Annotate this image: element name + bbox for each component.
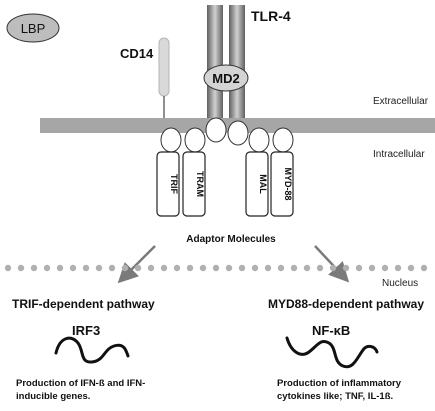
adaptor-box	[182, 151, 206, 217]
adaptor-tram-label: TRAM	[195, 171, 205, 197]
nuclear-membrane-dot	[368, 264, 376, 272]
md2-oval	[203, 64, 249, 92]
nuclear-membrane-dot	[407, 264, 415, 272]
nuclear-membrane-dot	[355, 264, 363, 272]
nucleus-label: Nucleus	[382, 278, 418, 289]
trif-output-line2: inducible genes.	[16, 391, 90, 402]
lbp-oval	[6, 13, 60, 43]
myd88-pathway-title: MYD88-dependent pathway	[268, 297, 424, 311]
irf3-protein	[54, 336, 130, 364]
tir-oval	[227, 120, 249, 146]
nuclear-membrane-dot	[264, 264, 272, 272]
nuclear-membrane-dot	[394, 264, 402, 272]
nuclear-membrane-dot	[316, 264, 324, 272]
md2-label: MD2	[212, 71, 239, 86]
nuclear-membrane-dot	[17, 264, 25, 272]
adaptor-trif: TRIF	[156, 151, 180, 217]
nuclear-membrane-dot	[82, 264, 90, 272]
nuclear-membrane-dot	[69, 264, 77, 272]
lbp-molecule: LBP	[6, 13, 60, 43]
nuclear-membrane-dot	[199, 264, 207, 272]
myd88-output-line2: cytokines like; TNF, IL-1ß.	[277, 391, 393, 402]
nuclear-membrane-dot	[212, 264, 220, 272]
nuclear-membrane-dot	[420, 264, 428, 272]
myd88-output-line1: Production of inflammatory	[277, 378, 402, 389]
lbp-label: LBP	[21, 21, 46, 36]
nuclear-membrane-dot	[95, 264, 103, 272]
adaptor-box	[270, 151, 294, 217]
nuclear-membrane-dot	[251, 264, 259, 272]
tir-oval	[184, 127, 206, 153]
nuclear-membrane-dot	[173, 264, 181, 272]
tir-oval	[272, 127, 294, 153]
adaptor-trif-label: TRIF	[169, 174, 179, 194]
nuclear-membrane-dot	[30, 264, 38, 272]
cd14-label: CD14	[120, 46, 154, 61]
nuclear-membrane-dot	[225, 264, 233, 272]
cd14-receptor: CD14	[120, 37, 170, 118]
nuclear-membrane-dot	[329, 264, 337, 272]
nuclear-membrane-dot	[108, 264, 116, 272]
adaptor-box	[156, 151, 180, 217]
md2-molecule: MD2	[203, 64, 249, 92]
nuclear-membrane-dot	[121, 264, 129, 272]
adaptor-box	[245, 151, 269, 217]
nuclear-membrane-dot	[238, 264, 246, 272]
trif-output-line1: Production of IFN-ß and IFN-	[16, 378, 145, 389]
nuclear-membrane-dot	[303, 264, 311, 272]
nuclear-membrane	[4, 264, 428, 272]
cd14-stalk	[158, 37, 170, 97]
nuclear-membrane-dot	[160, 264, 168, 272]
arrow-to-trif-pathway	[117, 245, 156, 284]
nuclear-membrane-dot	[277, 264, 285, 272]
nuclear-membrane-dot	[381, 264, 389, 272]
extracellular-label: Extracellular	[373, 96, 429, 107]
trif-pathway-title: TRIF-dependent pathway	[12, 297, 155, 311]
tlr4-label: TLR-4	[251, 8, 291, 24]
arrow-to-myd88-pathway	[314, 245, 350, 283]
nuclear-membrane-dot	[134, 264, 142, 272]
adaptor-mal: MAL	[245, 151, 269, 217]
tir-oval	[205, 117, 227, 143]
adaptor-caption: Adaptor Molecules	[186, 234, 276, 245]
nfkb-protein	[285, 336, 379, 369]
nuclear-membrane-dot	[147, 264, 155, 272]
irf3-label: IRF3	[72, 323, 100, 338]
nuclear-membrane-dot	[290, 264, 298, 272]
nfkb-label: NF-κB	[312, 323, 350, 338]
intracellular-label: Intracellular	[373, 149, 425, 160]
tir-domains	[160, 117, 294, 153]
adaptor-myd88: MYD-88	[270, 151, 294, 217]
nuclear-membrane-dot	[342, 264, 350, 272]
adaptor-tram: TRAM	[182, 151, 206, 217]
adaptor-myd88-label: MYD-88	[283, 167, 293, 200]
nuclear-membrane-dot	[43, 264, 51, 272]
tir-oval	[248, 127, 270, 153]
adaptor-mal-label: MAL	[258, 174, 268, 194]
nuclear-membrane-dot	[186, 264, 194, 272]
nuclear-membrane-dot	[56, 264, 64, 272]
nuclear-membrane-dot	[4, 264, 12, 272]
tir-oval	[160, 127, 182, 153]
